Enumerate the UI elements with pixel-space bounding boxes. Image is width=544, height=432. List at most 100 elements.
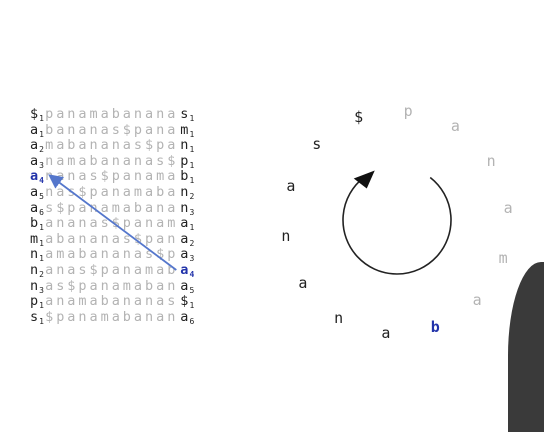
matrix-char: n xyxy=(78,308,87,325)
matrix-char: a xyxy=(133,215,143,232)
matrix-char: n xyxy=(122,293,131,310)
ring-char: a xyxy=(472,291,482,310)
matrix-char: n xyxy=(156,106,165,122)
matrix-char: m xyxy=(56,246,65,263)
matrix-char: n xyxy=(111,184,120,200)
first-column-char: m1 xyxy=(30,230,44,248)
matrix-char: a xyxy=(156,262,165,278)
matrix-char: a xyxy=(89,308,98,325)
matrix-char: a xyxy=(89,215,98,232)
first-column-char: a3 xyxy=(30,152,44,170)
matrix-char: n xyxy=(122,246,131,263)
last-column-char: s1 xyxy=(180,106,195,123)
last-column-char: p1 xyxy=(180,152,195,170)
matrix-char: b xyxy=(122,308,131,325)
matrix-char: n xyxy=(156,199,165,216)
matrix-char: p xyxy=(111,168,120,185)
last-column-char: m1 xyxy=(180,121,195,139)
matrix-char: s xyxy=(111,121,120,138)
matrix-char: a xyxy=(122,184,131,200)
matrix-char: $ xyxy=(89,262,98,278)
matrix-char: a xyxy=(45,246,54,263)
matrix-char: a xyxy=(167,137,176,154)
matrix-char: a xyxy=(45,215,54,232)
rotation-arrowhead xyxy=(353,170,375,189)
ring-char: a xyxy=(381,324,391,343)
first-column-char: a5 xyxy=(30,184,44,201)
diagram-overlay xyxy=(48,170,452,275)
matrix-char: p xyxy=(156,137,165,154)
matrix-char: $ xyxy=(45,308,54,325)
matrix-char: a xyxy=(156,230,165,247)
last-column-char: n1 xyxy=(180,137,195,155)
matrix-char: m xyxy=(89,106,98,122)
matrix-char: s xyxy=(78,262,87,278)
last-column-char: a4 xyxy=(180,262,195,279)
last-column-char: b1 xyxy=(180,168,195,186)
last-column-char: a6 xyxy=(180,308,195,326)
matrix-char: b xyxy=(67,137,76,154)
matrix-char: n xyxy=(145,308,154,325)
ring-char: n xyxy=(486,152,496,171)
matrix-char: n xyxy=(67,121,76,138)
matrix-char: p xyxy=(122,215,131,232)
ring-char: p xyxy=(403,101,413,120)
matrix-char: m xyxy=(67,152,76,169)
matrix-char: s xyxy=(156,152,165,169)
matrix-char: m xyxy=(122,277,131,294)
matrix-char: a xyxy=(111,246,120,263)
matrix-char: n xyxy=(67,106,76,122)
ring-char: a xyxy=(450,117,460,136)
matrix-char: m xyxy=(156,168,165,185)
matrix-char: n xyxy=(56,215,65,232)
last-column-char: n3 xyxy=(180,199,195,217)
last-column-char: $1 xyxy=(180,293,195,311)
ring-char: b xyxy=(430,318,440,337)
first-column-char: b1 xyxy=(30,215,44,233)
matrix-char: s xyxy=(133,137,143,154)
matrix-char: a xyxy=(78,199,87,216)
matrix-char: a xyxy=(56,137,65,154)
matrix-char: a xyxy=(89,293,98,310)
matrix-char: s xyxy=(56,277,65,294)
matrix-char: a xyxy=(67,293,76,310)
matrix-char: m xyxy=(145,262,154,278)
matrix-char: $ xyxy=(78,184,87,200)
matrix-char: a xyxy=(100,137,109,154)
matrix-char: a xyxy=(133,246,143,263)
matrix-char: m xyxy=(167,215,176,232)
first-column-char: a4 xyxy=(30,168,44,186)
matrix-char: a xyxy=(100,199,109,216)
matrix-char: a xyxy=(67,230,76,247)
matrix-char: a xyxy=(78,152,87,169)
matrix-char: n xyxy=(45,184,54,200)
matrix-char: p xyxy=(100,262,109,278)
matrix-char: a xyxy=(67,246,76,263)
matrix-char: b xyxy=(45,121,54,138)
matrix-char: $ xyxy=(111,215,120,232)
matrix-char: n xyxy=(133,168,143,185)
matrix-char: m xyxy=(133,184,143,200)
matrix-char: a xyxy=(122,152,131,169)
matrix-char: n xyxy=(100,277,109,294)
matrix-char: n xyxy=(78,215,87,232)
matrix-char: n xyxy=(56,262,65,278)
matrix-char: n xyxy=(156,121,165,138)
matrix-char: $ xyxy=(67,277,76,294)
matrix-char: b xyxy=(56,230,65,247)
ring-char: $ xyxy=(354,107,364,126)
matrix-char: b xyxy=(89,152,98,169)
ring-char: a xyxy=(503,199,513,218)
matrix-char: p xyxy=(145,230,154,247)
matrix-char: a xyxy=(145,121,154,138)
matrix-char: a xyxy=(122,168,131,185)
matrix-char: a xyxy=(122,137,131,154)
ring-char: a xyxy=(286,177,296,196)
matrix-char: n xyxy=(78,230,87,247)
first-column-char: n3 xyxy=(30,277,44,295)
matrix-char: a xyxy=(45,230,54,247)
matrix-char: p xyxy=(45,106,54,122)
matrix-char: n xyxy=(111,152,120,169)
matrix-char: n xyxy=(167,277,176,294)
